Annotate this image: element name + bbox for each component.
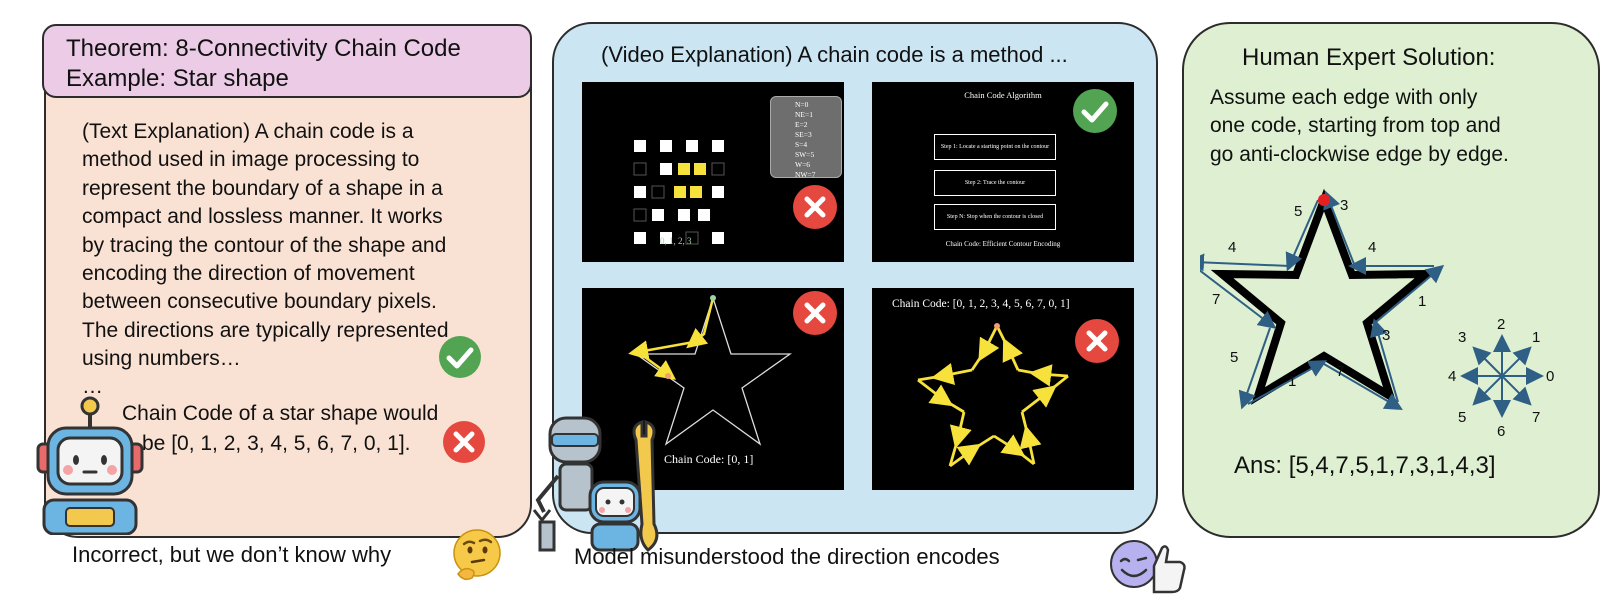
chain-code-label: Chain Code: [0, 1] xyxy=(664,452,754,466)
star-outline-diagram xyxy=(628,295,793,446)
text-line: compact and lossless manner. It works xyxy=(82,205,443,229)
legend-item: SE=3 xyxy=(795,130,812,139)
direction-legend: N=0 NE=1 E=2 SE=3 S=4 SW=5 W=6 NW=7 xyxy=(770,96,842,179)
robot-with-wrench-icon xyxy=(532,416,659,552)
description-line: Assume each edge with only xyxy=(1210,86,1478,109)
edge-arrow xyxy=(1375,264,1445,323)
algorithm-step-2: Step 2: Trace the contour xyxy=(934,170,1056,196)
human-expert-panel xyxy=(1182,22,1600,538)
edge-arrow xyxy=(1247,360,1327,405)
video-frame-algorithm: Chain Code Algorithm Step 1: Locate a st… xyxy=(872,82,1134,262)
text-line: encoding the direction of movement xyxy=(82,262,415,286)
edge-arrow xyxy=(1285,199,1319,272)
expert-answer: Ans: [5,4,7,5,1,7,3,1,4,3] xyxy=(1234,452,1496,479)
compass-label: 2 xyxy=(1497,316,1505,333)
star-arrow-diagram xyxy=(917,323,1069,468)
middle-caption: Model misunderstood the direction encode… xyxy=(574,544,1000,569)
edge-label: 4 xyxy=(1228,239,1236,256)
edge-arrow xyxy=(1370,318,1399,403)
text-line: between consecutive boundary pixels. xyxy=(82,290,437,314)
thinking-face-icon xyxy=(453,529,501,581)
edge-arrow xyxy=(1200,269,1277,329)
cross-icon xyxy=(793,291,837,335)
legend-item: N=0 xyxy=(795,100,809,109)
edge-label: 3 xyxy=(1382,327,1390,344)
left-caption: Incorrect, but we don’t know why xyxy=(72,542,392,567)
description-line: one code, starting from top and xyxy=(1210,114,1501,138)
edge-arrow xyxy=(1323,190,1355,265)
legend-item: E=2 xyxy=(795,120,808,129)
edge-arrow xyxy=(1323,363,1403,411)
start-point xyxy=(1318,194,1330,206)
text-line: method used in image processing to xyxy=(82,148,420,172)
edge-arrow xyxy=(1238,327,1271,410)
algorithm-step-1: Step 1: Locate a starting point on the c… xyxy=(934,134,1056,160)
compass-label: 3 xyxy=(1458,329,1466,346)
edge-label: 3 xyxy=(1340,197,1348,214)
example-title: Example: Star shape xyxy=(66,65,289,92)
expert-solution-title: Human Expert Solution: xyxy=(1242,44,1496,71)
star-chain-code-diagram: 5 3 4 4 7 1 5 3 1 7 0 1 2 3 4 5 6 7 xyxy=(1200,188,1554,440)
legend-item: S=4 xyxy=(795,140,808,149)
chain-code-claim-line2: be [0, 1, 2, 3, 4, 5, 6, 7, 0, 1]. xyxy=(142,432,411,455)
compass-label: 0 xyxy=(1546,368,1554,385)
check-icon xyxy=(439,336,481,378)
text-line: using numbers… xyxy=(82,347,241,371)
theorem-header: Theorem: 8-Connectivity Chain Code Examp… xyxy=(42,24,532,98)
compass-label: 4 xyxy=(1448,368,1456,385)
legend-item: NW=7 xyxy=(795,170,816,179)
compass-label: 6 xyxy=(1497,423,1505,440)
video-frame-star-full: Chain Code: [0, 1, 2, 3, 4, 5, 6, 7, 0, … xyxy=(872,288,1134,490)
compass-label: 1 xyxy=(1532,329,1540,346)
theorem-title: Theorem: 8-Connectivity Chain Code xyxy=(66,35,461,62)
description-line: go anti-clockwise edge by edge. xyxy=(1210,142,1509,166)
edge-label: 7 xyxy=(1212,291,1220,308)
video-panel-title: (Video Explanation) A chain code is a me… xyxy=(601,42,1068,67)
algorithm-title: Chain Code Algorithm xyxy=(964,90,1042,100)
edge-label: 5 xyxy=(1230,349,1238,366)
sequence-label: 0, 1, 2, 3 xyxy=(660,236,692,246)
direction-compass xyxy=(1460,334,1544,418)
video-frame-pixel-grid: N=0 NE=1 E=2 SE=3 S=4 SW=5 W=6 NW=7 0, 1… xyxy=(582,82,844,262)
text-line: (Text Explanation) A chain code is a xyxy=(82,120,414,143)
edge-label: 4 xyxy=(1368,239,1376,256)
edge-label: 5 xyxy=(1294,203,1302,220)
text-explanation: (Text Explanation) A chain code is a met… xyxy=(82,118,512,374)
wink-thumbs-up-icon xyxy=(1110,540,1186,594)
chain-code-claim-line1: Chain Code of a star shape would xyxy=(122,402,439,425)
edge-arrow xyxy=(1200,253,1291,272)
text-line: The directions are typically represented xyxy=(82,318,449,342)
chain-code-label: Chain Code: [0, 1, 2, 3, 4, 5, 6, 7, 0, … xyxy=(892,298,1070,310)
cross-icon xyxy=(443,421,485,463)
ellipsis: … xyxy=(82,375,103,398)
text-line: represent the boundary of a shape in a xyxy=(82,176,443,200)
legend-item: W=6 xyxy=(795,160,811,169)
cross-icon xyxy=(1075,319,1119,363)
edge-label: 1 xyxy=(1418,293,1426,310)
pixel-grid xyxy=(633,140,725,245)
legend-item: NE=1 xyxy=(795,110,813,119)
check-icon xyxy=(1073,89,1117,133)
compass-label: 5 xyxy=(1458,409,1466,426)
text-line: by tracing the contour of the shape and xyxy=(82,233,447,257)
algorithm-step-3: Step N: Stop when the contour is closed xyxy=(934,204,1056,230)
legend-item: SW=5 xyxy=(795,150,815,159)
compass-label: 7 xyxy=(1532,409,1540,426)
video-frame-star-partial: Chain Code: [0, 1] xyxy=(582,288,844,490)
algorithm-footer: Chain Code: Efficient Contour Encoding xyxy=(945,240,1061,248)
expert-solution-description: Assume each edge with only one code, sta… xyxy=(1210,84,1580,169)
cross-icon xyxy=(793,185,837,229)
edge-label: 7 xyxy=(1336,363,1344,380)
edge-label: 1 xyxy=(1288,373,1296,390)
robot-icon xyxy=(36,396,144,535)
